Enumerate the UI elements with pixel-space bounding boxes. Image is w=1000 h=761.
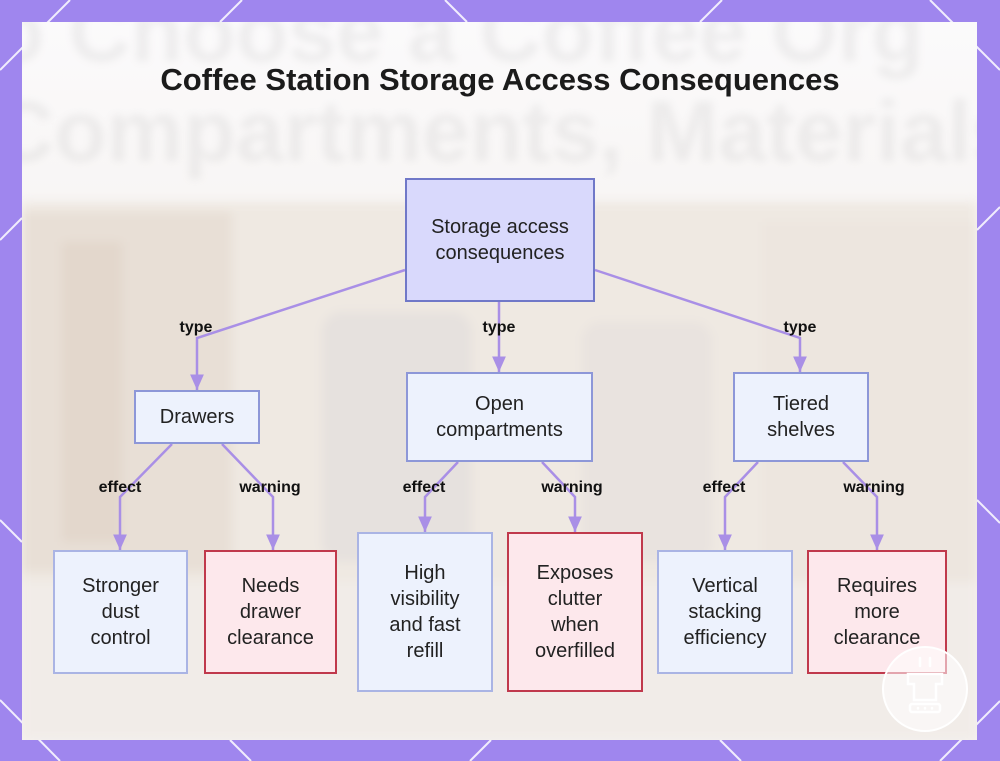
warning-needs-drawer-clearance-label: Needs drawer clearance [227,575,314,649]
effect-stronger-dust-control[interactable]: Stronger dust control [53,550,188,674]
background-heading: o Choose a Coffee Org Compartments, Mate… [22,22,977,182]
edge-label-type-tiered: type [783,319,817,336]
warning-exposes-clutter-label: Exposes clutter when overfilled [534,562,616,662]
warning-requires-more-clearance-label: Requires more clearance [833,575,921,649]
effect-stronger-dust-control-label: Stronger dust control [82,575,159,649]
edge-drawers-effect [113,443,173,550]
warning-exposes-clutter[interactable]: Exposes clutter when overfilled [507,532,643,692]
effect-high-visibility-fast-refill[interactable]: High visibility and fast refill [357,532,493,692]
edge-label-effect-tiered: effect [702,479,746,496]
edge-root-tiered [594,268,807,372]
effect-vertical-stacking-efficiency[interactable]: Vertical stacking efficiency [657,550,793,674]
effect-high-visibility-fast-refill-label: High visibility and fast refill [389,562,461,662]
category-tiered-shelves-label: Tiered shelves [767,393,835,441]
edge-tiered-warning [842,461,884,550]
edge-label-effect-drawers: effect [98,479,142,496]
category-drawers[interactable]: Drawers [134,390,260,444]
edge-tiered-effect [718,461,759,550]
warning-needs-drawer-clearance[interactable]: Needs drawer clearance [204,550,337,674]
category-drawers-label: Drawers [159,406,235,428]
edge-drawers-warning [221,443,280,550]
root-node-label: Storage access consequences [431,216,569,264]
coffee-maker-icon [882,646,968,732]
effect-vertical-stacking-efficiency-label: Vertical stacking efficiency [683,575,767,649]
edge-open-effect [418,461,459,532]
category-tiered-shelves[interactable]: Tiered shelves [733,372,869,462]
root-node[interactable]: Storage access consequences [405,178,595,302]
edge-label-effect-open: effect [402,479,446,496]
category-open-compartments-label: Open compartments [436,393,563,441]
background-heading-line-2: Compartments, Materials & La [22,84,977,180]
edge-root-drawers [190,268,406,390]
edge-label-warning-drawers: warning [239,479,301,496]
background-heading-line-1: o Choose a Coffee Org [22,22,924,80]
diagram-title: Coffee Station Storage Access Consequenc… [160,62,840,97]
category-open-compartments[interactable]: Open compartments [406,372,593,462]
edge-label-warning-open: warning [541,479,603,496]
edge-label-warning-tiered: warning [843,479,905,496]
edge-open-warning [541,461,582,532]
edge-label-type-open: type [482,319,516,336]
edge-label-type-drawers: type [179,319,213,336]
